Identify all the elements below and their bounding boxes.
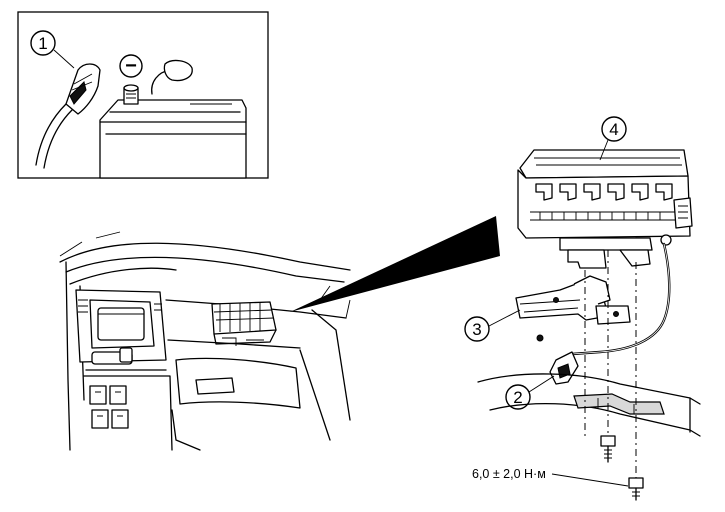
callout-1-label: 1 — [38, 34, 47, 53]
ground-connector-illustration — [549, 351, 579, 385]
callout-1: 1 — [30, 30, 75, 69]
callout-4-label: 4 — [609, 120, 618, 139]
negative-sign: − — [125, 55, 137, 77]
exploded-view: 4 3 2 — [464, 116, 701, 501]
bolt — [600, 435, 616, 463]
bracket-illustration — [515, 275, 631, 342]
battery-inset: 1 − — [17, 11, 269, 179]
torque-value: 6,0 ± 2,0 Н·м — [472, 467, 546, 481]
bolt — [628, 477, 644, 501]
dashboard-illustration — [59, 216, 500, 451]
negative-terminal-symbol: − — [119, 54, 143, 78]
torque-specification: 6,0 ± 2,0 Н·м — [472, 467, 629, 487]
zoom-wedge — [290, 216, 500, 312]
mounting-surface — [477, 373, 701, 437]
callout-3-label: 3 — [472, 320, 481, 339]
callout-2: 2 — [505, 375, 555, 410]
callout-3: 3 — [464, 309, 521, 342]
disconnected-cable — [35, 63, 101, 169]
callout-2-label: 2 — [513, 388, 522, 407]
dash-unit-location — [211, 301, 277, 346]
audio-unit-illustration — [517, 149, 693, 269]
battery-illustration — [99, 59, 247, 179]
callout-4: 4 — [599, 116, 627, 161]
